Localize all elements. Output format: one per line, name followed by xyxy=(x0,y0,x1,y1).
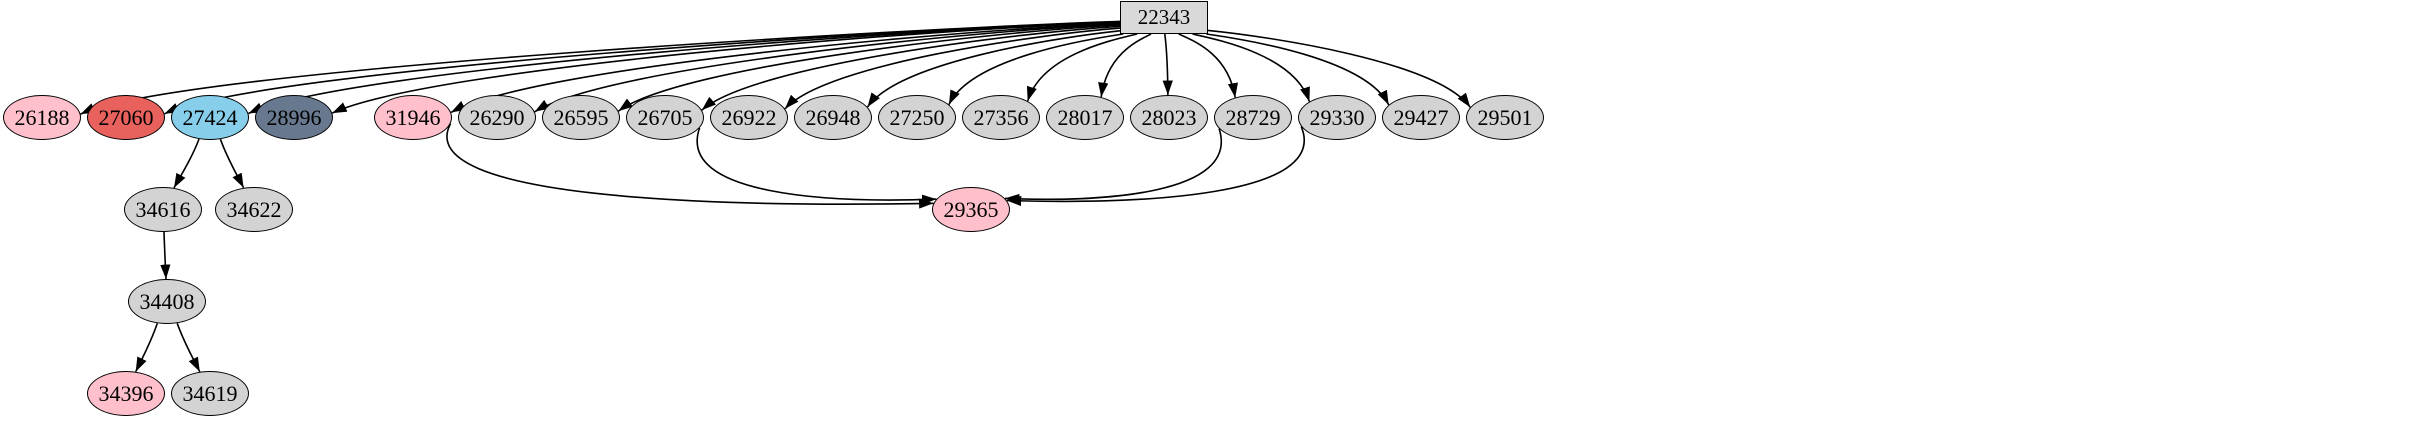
graph-node-26188[interactable]: 26188 xyxy=(3,95,81,140)
graph-node-34396[interactable]: 34396 xyxy=(87,371,165,416)
graph-node-label: 28017 xyxy=(1057,104,1113,130)
graph-node-label: 26948 xyxy=(805,104,861,130)
graph-node-29365[interactable]: 29365 xyxy=(932,187,1010,232)
graph-node-label: 27424 xyxy=(182,104,238,130)
graph-node-label: 34622 xyxy=(226,196,282,222)
graph-edge xyxy=(173,138,200,189)
graph-node-28017[interactable]: 28017 xyxy=(1046,95,1124,140)
graph-edge xyxy=(134,323,159,373)
graph-node-28023[interactable]: 28023 xyxy=(1130,95,1208,140)
graph-node-26922[interactable]: 26922 xyxy=(710,95,788,140)
graph-node-label: 26705 xyxy=(637,104,693,130)
graph-node-27060[interactable]: 27060 xyxy=(87,95,165,140)
graph-node-label: 28996 xyxy=(266,104,322,130)
graph-edge xyxy=(1178,33,1238,98)
graph-edge xyxy=(696,127,937,205)
graph-node-label: 31946 xyxy=(385,104,441,130)
graph-node-27356[interactable]: 27356 xyxy=(962,95,1040,140)
graph-node-label: 34408 xyxy=(139,288,195,314)
graph-edge xyxy=(446,123,934,209)
edge-paths xyxy=(80,20,1471,373)
graph-node-26948[interactable]: 26948 xyxy=(794,95,872,140)
graph-edge xyxy=(160,231,171,280)
graph-node-label: 27250 xyxy=(889,104,945,130)
graph-node-label: 29330 xyxy=(1309,104,1365,130)
graph-edge xyxy=(1192,33,1311,102)
graph-node-label: 26188 xyxy=(14,104,70,130)
graph-node-28729[interactable]: 28729 xyxy=(1214,95,1292,140)
graph-node-label: 28729 xyxy=(1225,104,1281,130)
graph-node-34616[interactable]: 34616 xyxy=(124,187,202,232)
graph-node-label: 29427 xyxy=(1393,104,1449,130)
graph-node-29501[interactable]: 29501 xyxy=(1466,95,1544,140)
graph-node-label: 34396 xyxy=(98,380,154,406)
graph-edge xyxy=(1206,33,1390,106)
graph-node-27424[interactable]: 27424 xyxy=(171,95,249,140)
graph-node-34622[interactable]: 34622 xyxy=(215,187,293,232)
graph-node-label: 29501 xyxy=(1477,104,1533,130)
graph-edge xyxy=(617,24,1121,112)
graph-node-26705[interactable]: 26705 xyxy=(626,95,704,140)
graph-node-26290[interactable]: 26290 xyxy=(458,95,536,140)
graph-node-34408[interactable]: 34408 xyxy=(128,279,206,324)
graph-node-28996[interactable]: 28996 xyxy=(255,95,333,140)
graph-node-label: 27060 xyxy=(98,104,154,130)
graph-node-29330[interactable]: 29330 xyxy=(1298,95,1376,140)
graph-node-label: 28023 xyxy=(1141,104,1197,130)
graph-edge xyxy=(1026,33,1138,102)
graph-node-label: 26595 xyxy=(553,104,609,130)
graph-node-29427[interactable]: 29427 xyxy=(1382,95,1460,140)
graph-node-27250[interactable]: 27250 xyxy=(878,95,956,140)
graph-edge xyxy=(219,138,245,189)
graph-node-22343[interactable]: 22343 xyxy=(1120,1,1208,34)
graph-node-label: 34616 xyxy=(135,196,191,222)
graph-node-26595[interactable]: 26595 xyxy=(542,95,620,140)
graph-edge xyxy=(948,33,1124,105)
graph-node-label: 26290 xyxy=(469,104,525,130)
graph-edge xyxy=(1098,33,1152,98)
graph-edge xyxy=(1004,128,1223,205)
graph-edge xyxy=(1162,33,1173,96)
graph-node-34619[interactable]: 34619 xyxy=(171,371,249,416)
graph-node-label: 34619 xyxy=(182,380,238,406)
graph-node-31946[interactable]: 31946 xyxy=(374,95,452,140)
graph-node-label: 27356 xyxy=(973,104,1029,130)
graph-edge xyxy=(176,322,201,373)
graph-node-label: 29365 xyxy=(943,196,999,222)
graph-node-label: 26922 xyxy=(721,104,777,130)
graph-node-label: 22343 xyxy=(1137,5,1191,29)
